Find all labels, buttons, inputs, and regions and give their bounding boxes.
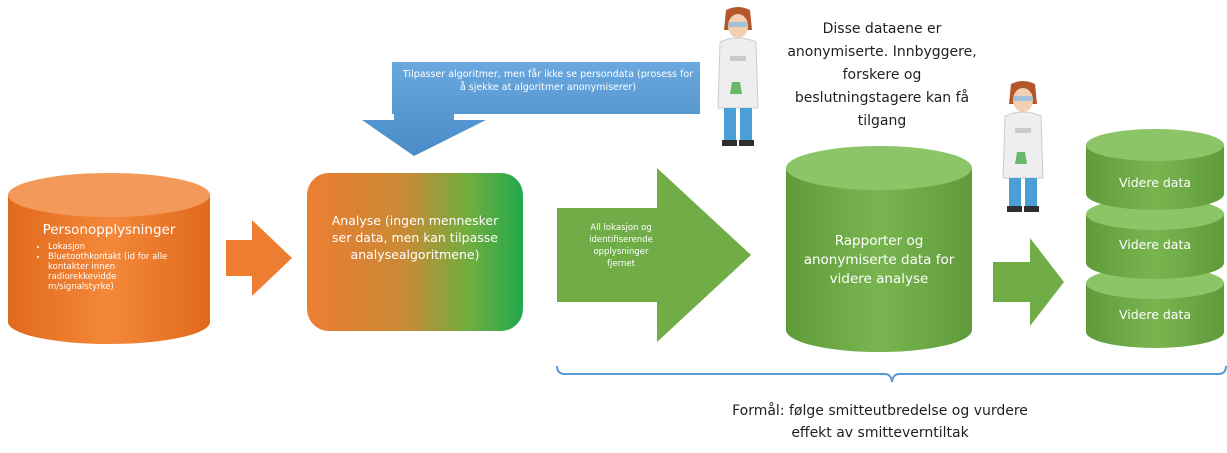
source-bullet: Bluetoothkontakt (id for alle kontakter … bbox=[48, 252, 184, 292]
purpose-bracket bbox=[556, 365, 1227, 383]
removal-arrow bbox=[557, 168, 751, 342]
source-bullet: Lokasjon bbox=[48, 242, 184, 252]
reports-label: Rapporter og anonymiserte data for vider… bbox=[803, 233, 955, 287]
scientist-icon bbox=[717, 7, 759, 146]
adjust-callout-arrow bbox=[362, 62, 700, 156]
analysis-box bbox=[307, 173, 523, 331]
source-cylinder bbox=[8, 173, 210, 344]
source-title: Personopplysninger bbox=[42, 222, 176, 238]
orange-arrow bbox=[226, 220, 292, 296]
further-data-label: Videre data bbox=[1118, 237, 1192, 252]
anonymized-note: Disse dataene er anonymiserte. Innbygger… bbox=[787, 21, 977, 129]
adjust-note: Tilpasser algoritmer, men får ikke se pe… bbox=[402, 69, 694, 93]
reports-cylinder bbox=[786, 146, 972, 352]
scientist-icon bbox=[1002, 81, 1044, 212]
further-data-label: Videre data bbox=[1118, 175, 1192, 190]
purpose-label: Formål: følge smitteutbredelse og vurder… bbox=[732, 403, 1028, 441]
further-data-label: Videre data bbox=[1118, 307, 1192, 322]
removal-label: All lokasjon og identifiserende opplysni… bbox=[589, 223, 653, 269]
small-green-arrow bbox=[993, 238, 1064, 326]
further-data-stack bbox=[1086, 129, 1224, 348]
analysis-label: Analyse (ingen mennesker ser data, men k… bbox=[331, 213, 499, 262]
source-bullet-list: Lokasjon Bluetoothkontakt (id for alle k… bbox=[34, 242, 184, 292]
